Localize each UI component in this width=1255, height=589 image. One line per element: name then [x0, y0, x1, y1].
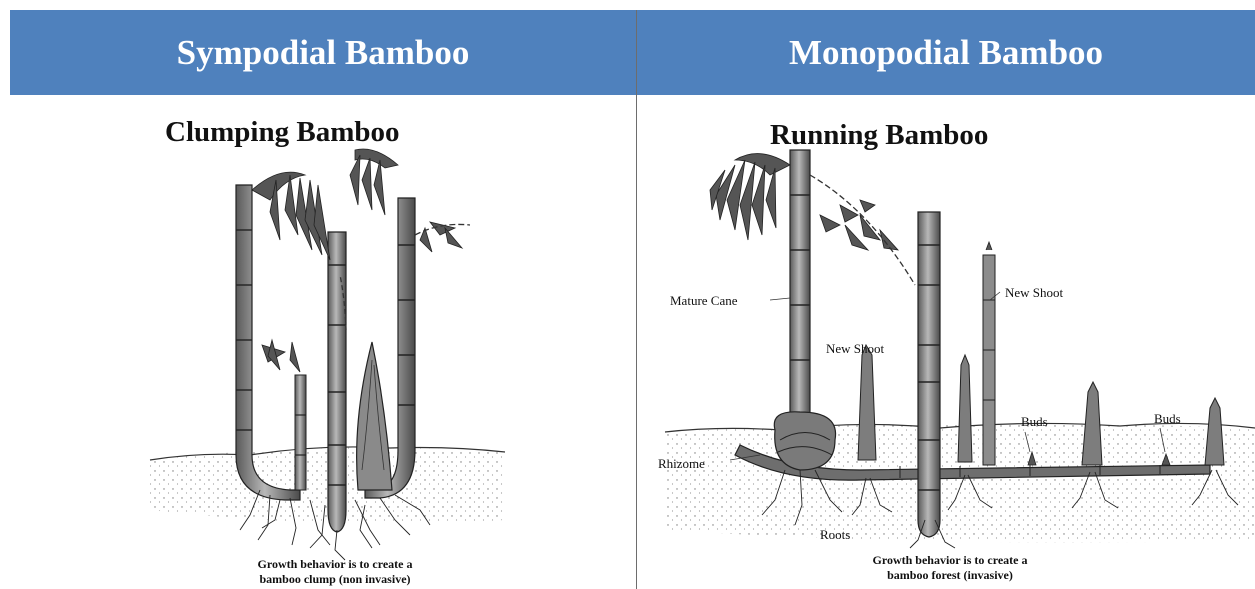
clumping-caption-line1: Growth behavior is to create a [195, 557, 475, 572]
label-buds-1: Buds [1021, 414, 1048, 430]
running-bamboo-drawing [665, 150, 1255, 548]
running-bamboo-title: Running Bamboo [770, 119, 988, 152]
label-mature-cane: Mature Cane [670, 293, 738, 309]
clumping-bamboo-title: Clumping Bamboo [165, 116, 399, 149]
label-new-shoot-1: New Shoot [826, 341, 884, 357]
clumping-caption-line2: bamboo clump (non invasive) [195, 572, 475, 587]
running-caption-line1: Growth behavior is to create a [810, 553, 1090, 568]
running-caption: Growth behavior is to create a bamboo fo… [810, 553, 1090, 583]
clumping-caption: Growth behavior is to create a bamboo cl… [195, 557, 475, 587]
label-buds-2: Buds [1154, 411, 1181, 427]
label-new-shoot-2: New Shoot [1005, 285, 1063, 301]
label-rhizome: Rhizome [658, 456, 705, 472]
running-caption-line2: bamboo forest (invasive) [810, 568, 1090, 583]
label-roots: Roots [820, 527, 850, 543]
clumping-bamboo-drawing [150, 149, 505, 560]
